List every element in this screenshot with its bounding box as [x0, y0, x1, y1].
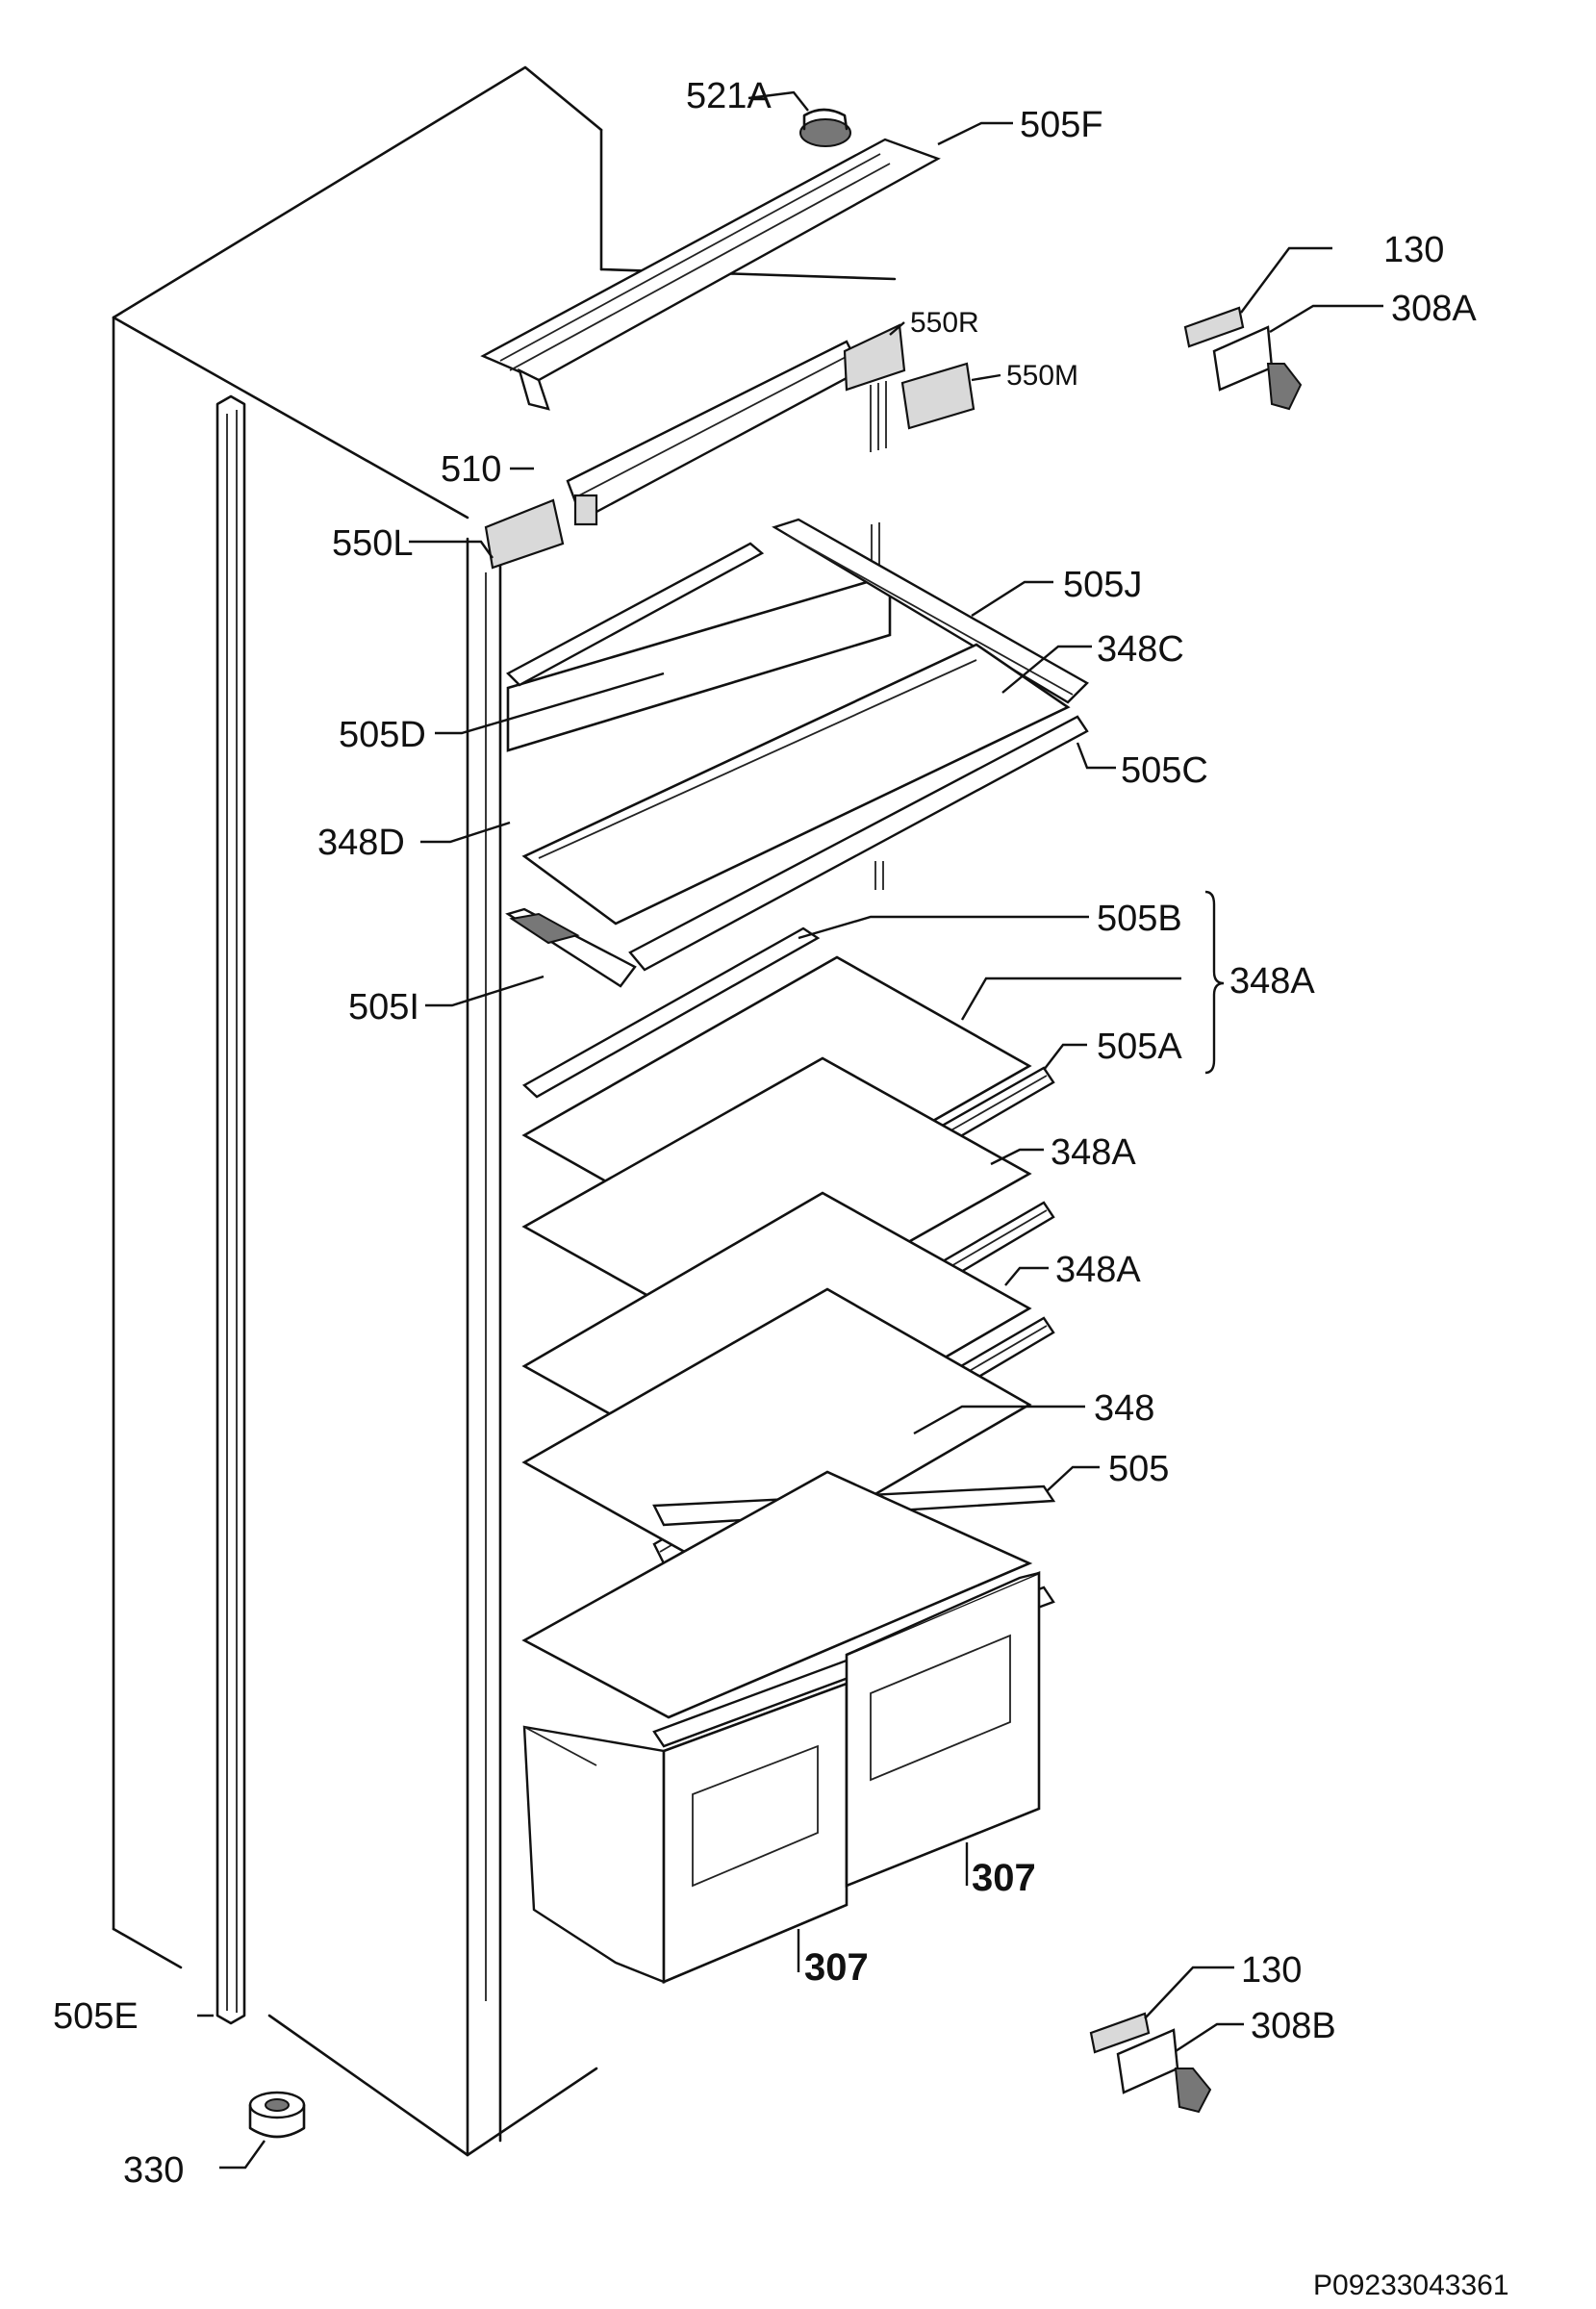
- label-550M: 550M: [1006, 360, 1078, 392]
- lamp-cover-550M: [900, 362, 975, 430]
- shelf-348D: [506, 573, 892, 752]
- label-348A-3: 348A: [1055, 1250, 1141, 1290]
- label-505: 505: [1108, 1449, 1169, 1489]
- label-510: 510: [441, 449, 501, 490]
- lamp-cover-550L: [484, 498, 565, 570]
- cabinet-body: [112, 65, 897, 2157]
- crisper-drawer-right-307: [845, 1571, 1041, 1888]
- label-505B: 505B: [1097, 899, 1182, 939]
- document-code: P09233043361: [1313, 2270, 1509, 2301]
- label-130-bottom: 130: [1241, 1950, 1302, 1991]
- shelf-348: [521, 1287, 1032, 1580]
- label-505A: 505A: [1097, 1027, 1182, 1067]
- top-rail-505F: [480, 138, 941, 411]
- shelf-rail-505B: [521, 926, 821, 1099]
- label-308B: 308B: [1251, 2006, 1336, 2046]
- label-307-right: 307: [972, 1857, 1036, 1899]
- hinge-308A: [1212, 325, 1303, 411]
- hinge-spacer-130-bottom: [1089, 2012, 1151, 2054]
- label-308A: 308A: [1391, 289, 1477, 329]
- label-330: 330: [123, 2150, 184, 2191]
- vertical-ticks: [870, 381, 887, 890]
- shelf-trim-505C: [628, 715, 1089, 972]
- label-550R: 550R: [910, 307, 979, 339]
- label-505C: 505C: [1121, 750, 1208, 791]
- part-labels: 521A 505F 130 308A 550R 550M 510 550L 50…: [53, 76, 1477, 2191]
- label-348: 348: [1094, 1388, 1154, 1429]
- label-550L: 550L: [332, 523, 414, 564]
- hinge-spacer-130-top: [1183, 306, 1245, 348]
- light-housing-510: [566, 340, 863, 526]
- label-348A-group: 348A: [1229, 961, 1315, 1002]
- label-307-left: 307: [804, 1946, 869, 1989]
- shelf-348C: [521, 643, 1071, 926]
- label-130-top: 130: [1383, 230, 1444, 270]
- label-505J: 505J: [1063, 565, 1142, 605]
- shelf-rail-505J: [772, 518, 1089, 704]
- leader-lines: [197, 90, 1383, 2169]
- label-348C: 348C: [1097, 629, 1184, 670]
- door-seal-505E: [215, 394, 246, 2025]
- adjustable-foot-330: [248, 2091, 306, 2139]
- label-521A: 521A: [686, 76, 772, 116]
- crisper-drawer-left-307: [522, 1682, 849, 1984]
- label-505I: 505I: [348, 987, 419, 1028]
- lamp-cover-550R: [843, 323, 906, 392]
- shelf-rail-505D: [506, 542, 765, 687]
- label-505D: 505D: [339, 715, 426, 755]
- knob-521A: [799, 108, 851, 147]
- label-505E: 505E: [53, 1996, 139, 2037]
- label-348A-2: 348A: [1051, 1132, 1136, 1173]
- hinge-308B: [1116, 2028, 1212, 2114]
- shelf-rail-505I: [505, 907, 637, 988]
- label-505F: 505F: [1020, 105, 1103, 145]
- label-348D: 348D: [317, 823, 405, 863]
